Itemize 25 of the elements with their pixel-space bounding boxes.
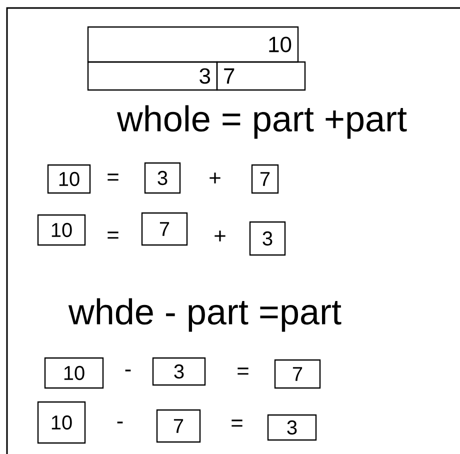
operator-sign: + [210, 172, 220, 184]
operator-sign: + [214, 230, 226, 242]
operator-sign: = [232, 420, 242, 427]
number-box: 10 [37, 401, 86, 444]
number-box: 3 [267, 414, 317, 441]
operator-sign: = [108, 232, 118, 239]
number-box: 7 [141, 212, 188, 246]
number-box: 3 [144, 162, 181, 194]
equation-text: whde - part =part [68, 298, 342, 332]
number-box: 3 [152, 357, 206, 386]
number-box: 10 [44, 357, 104, 389]
number-box: 10 [37, 214, 86, 246]
operator-sign: - [117, 422, 123, 424]
operator-sign: = [108, 174, 118, 181]
operator-sign: - [125, 370, 131, 372]
operator-sign: = [238, 368, 248, 375]
number-box: 10 [47, 164, 91, 194]
equation-text: whole = part +part [116, 105, 407, 139]
number-box: 3 [249, 221, 286, 256]
bar-segment: 7 [216, 61, 306, 91]
number-box: 7 [274, 359, 321, 389]
number-box: 7 [156, 409, 201, 443]
bar-segment: 3 [87, 61, 218, 91]
number-box: 7 [251, 164, 279, 194]
bar-segment: 10 [87, 26, 299, 63]
